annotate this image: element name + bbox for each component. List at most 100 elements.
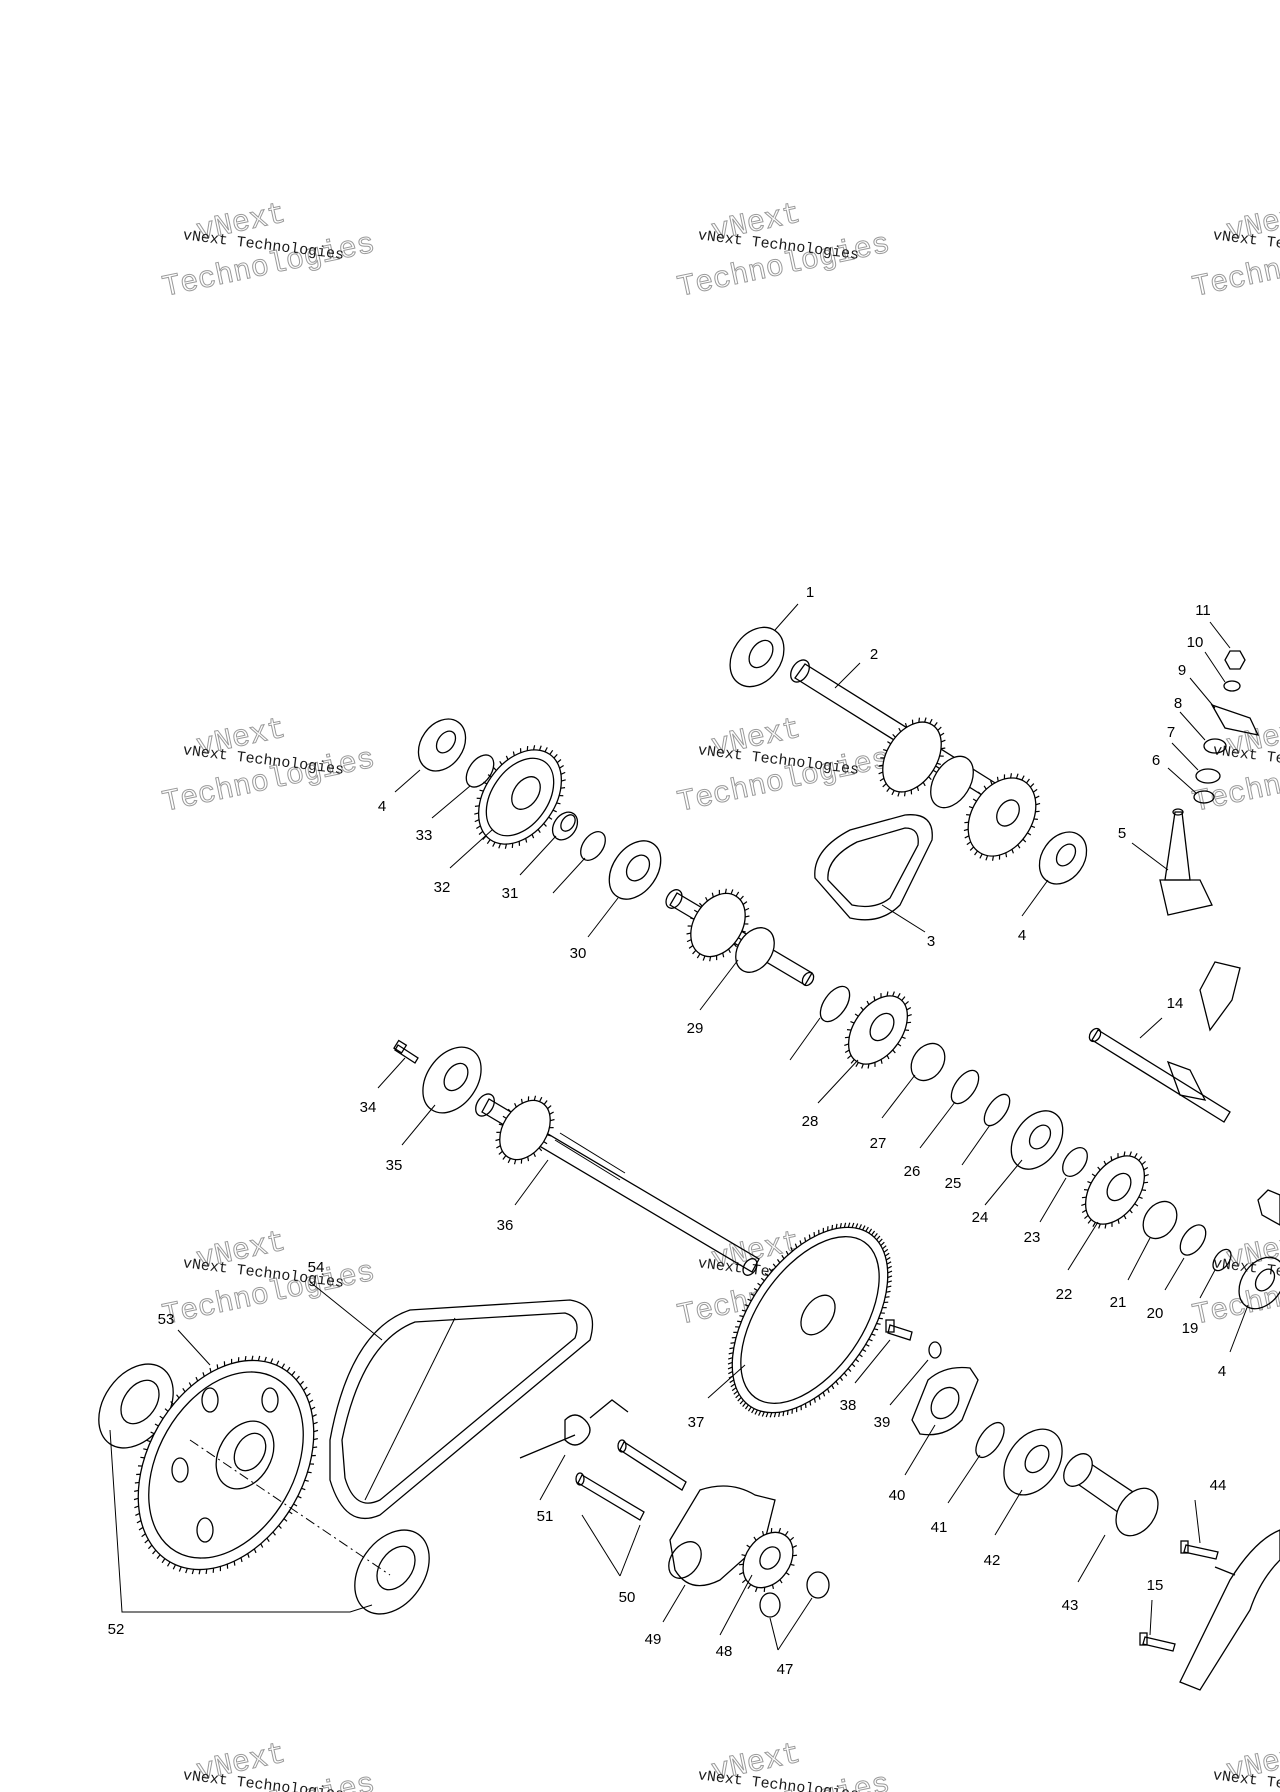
part-19-clip [1212, 1248, 1232, 1272]
part-35-bearing [422, 1046, 482, 1114]
callout-21: 21 [1110, 1294, 1127, 1311]
bracket [1179, 1529, 1280, 1691]
part-23-washer-top [580, 831, 606, 861]
callout-15: 15 [1147, 1577, 1164, 1594]
parts-6-to-11-stack [1193, 650, 1260, 804]
callout-9: 9 [1178, 662, 1186, 679]
part-31-bushing [551, 811, 579, 841]
callout-8: 8 [1174, 695, 1182, 712]
part-29-counter-shaft [665, 889, 815, 987]
part-15-bolt [1139, 1632, 1176, 1652]
callout-49: 49 [645, 1631, 662, 1648]
callout-1: 1 [806, 584, 814, 601]
gear-teeth [878, 717, 946, 797]
callout-24: 24 [972, 1209, 989, 1226]
gear-teeth [963, 773, 1041, 861]
parts-layer [98, 626, 1280, 1691]
centerline [189, 1439, 391, 1576]
callout-41: 41 [931, 1519, 948, 1536]
callout-42: 42 [984, 1552, 1001, 1569]
callout-22: 22 [1056, 1286, 1073, 1303]
callout-39: 39 [874, 1414, 891, 1431]
callout-51: 51 [537, 1508, 554, 1525]
callout-3: 3 [927, 933, 935, 950]
callout-2: 2 [870, 646, 878, 663]
part-54-drive-chain [329, 1299, 594, 1520]
part-34-bolt [393, 1039, 419, 1064]
callout-5: 5 [1118, 825, 1126, 842]
gear-teeth [133, 1355, 319, 1575]
callout-6: 6 [1152, 752, 1160, 769]
part-1-bearing [729, 626, 785, 688]
callout-34: 34 [360, 1099, 377, 1116]
part-4-bearing-left [417, 718, 467, 772]
callout-23: 23 [1024, 1229, 1041, 1246]
part-39-washer [928, 1341, 942, 1359]
callout-10: 10 [1187, 634, 1204, 651]
part-38-bolt [885, 1319, 913, 1341]
callout-50: 50 [619, 1589, 636, 1606]
callout-33: 33 [416, 827, 433, 844]
callout-53: 53 [158, 1311, 175, 1328]
part-24-shifter [1010, 1110, 1064, 1170]
gear-teeth [1081, 1151, 1149, 1229]
part-43-hub [1063, 1453, 1159, 1537]
callout-4-2: 4 [378, 798, 386, 815]
callout-43: 43 [1062, 1597, 1079, 1614]
part-22-gear [1084, 1155, 1146, 1225]
part-26-ring-top [819, 985, 851, 1023]
callout-44: 44 [1210, 1477, 1227, 1494]
callout-37: 37 [688, 1414, 705, 1431]
part-52-bearing-lower [354, 1529, 430, 1615]
callout-28: 28 [802, 1113, 819, 1130]
part-30-dog-clutch [608, 840, 662, 900]
callout-35: 35 [386, 1157, 403, 1174]
part-21-bushing [1142, 1200, 1178, 1240]
callout-7: 7 [1167, 724, 1175, 741]
callout-4: 4 [1018, 927, 1026, 944]
callout-38: 38 [840, 1397, 857, 1414]
part-47-washer-b [806, 1571, 830, 1599]
callout-32: 32 [434, 879, 451, 896]
part-5-shift-drum [1159, 808, 1213, 916]
callout-4-3: 4 [1218, 1363, 1226, 1380]
part-27-bushing [910, 1042, 946, 1082]
part-53-sprocket [137, 1359, 315, 1571]
callout-11: 11 [1195, 602, 1211, 619]
callout-20: 20 [1147, 1305, 1164, 1322]
part-3-chain [814, 814, 933, 921]
part-25-ring [983, 1093, 1011, 1127]
callout-31: 31 [502, 885, 519, 902]
callout-26: 26 [904, 1163, 921, 1180]
gear-teeth [738, 1527, 798, 1593]
part-51-spring [519, 1399, 629, 1459]
gear-teeth [474, 745, 566, 849]
callout-29: 29 [687, 1020, 704, 1037]
part-26-ring [950, 1069, 980, 1105]
leader-lines [109, 603, 1249, 1651]
part-50-pins [575, 1439, 687, 1521]
gear-teeth [844, 991, 912, 1069]
callout-14: 14 [1167, 995, 1184, 1012]
part-41-clip [975, 1421, 1005, 1459]
callout-27: 27 [870, 1135, 887, 1152]
part-37-large-gear [731, 1226, 889, 1414]
gear-teeth [686, 888, 750, 962]
callout-25: 25 [945, 1175, 962, 1192]
part-32-gear [477, 749, 563, 845]
callout-40: 40 [889, 1487, 906, 1504]
part-4-bearing-top [1038, 831, 1088, 885]
part-40-plate [911, 1366, 979, 1436]
part-44-bolt [1180, 1540, 1219, 1560]
